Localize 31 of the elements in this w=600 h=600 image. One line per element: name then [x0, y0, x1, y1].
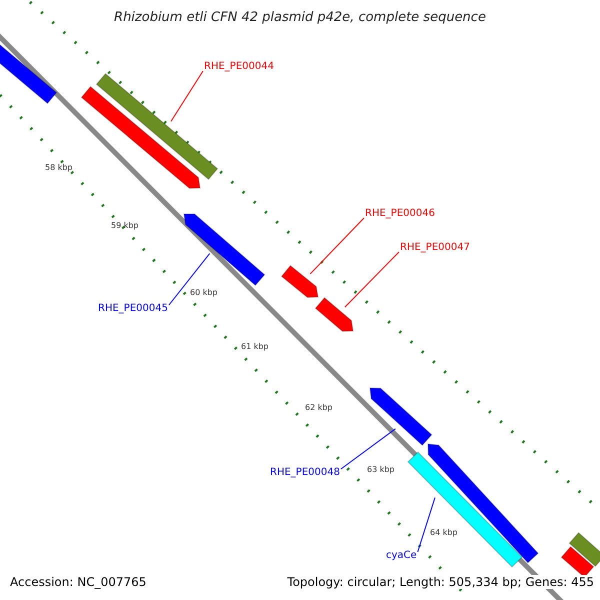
gene-bar — [427, 443, 539, 564]
gene-bar — [560, 546, 594, 578]
gene-bar — [369, 387, 432, 446]
gene-label: RHE_PE00047 — [400, 243, 470, 253]
gene-bar — [314, 297, 354, 332]
scale-label: 59 kbp — [111, 222, 139, 230]
gene-bar — [568, 532, 600, 567]
gene-bar — [183, 214, 266, 286]
accession-text: Accession: NC_007765 — [8, 575, 148, 589]
leader-line — [417, 497, 436, 552]
summary-text: Topology: circular; Length: 505,334 bp; Genes: 455 — [285, 575, 596, 589]
leader-line — [170, 70, 204, 122]
gene-label: RHE_PE00046 — [365, 209, 435, 219]
gene-bar — [96, 73, 218, 180]
leader-line — [168, 253, 210, 306]
scale-label: 64 kbp — [430, 529, 458, 537]
scale-label: 60 kbp — [190, 289, 218, 297]
leader-line — [310, 218, 364, 274]
scale-label: 62 kbp — [305, 404, 333, 412]
gene-label: RHE_PE00045 — [98, 304, 168, 314]
scale-label: 61 kbp — [241, 343, 269, 351]
gene-bar — [80, 86, 201, 189]
gene-label: RHE_PE00048 — [270, 468, 340, 478]
gene-label: cyaCe — [386, 551, 417, 561]
leader-line — [344, 252, 400, 308]
leader-line — [340, 428, 396, 470]
title: Rhizobium etli CFN 42 plasmid p42e, complete sequence — [113, 11, 487, 24]
gene-label: RHE_PE00044 — [204, 62, 274, 72]
gene-bar — [280, 264, 319, 298]
scale-label: 63 kbp — [367, 466, 395, 474]
scale-label: 58 kbp — [45, 164, 73, 172]
